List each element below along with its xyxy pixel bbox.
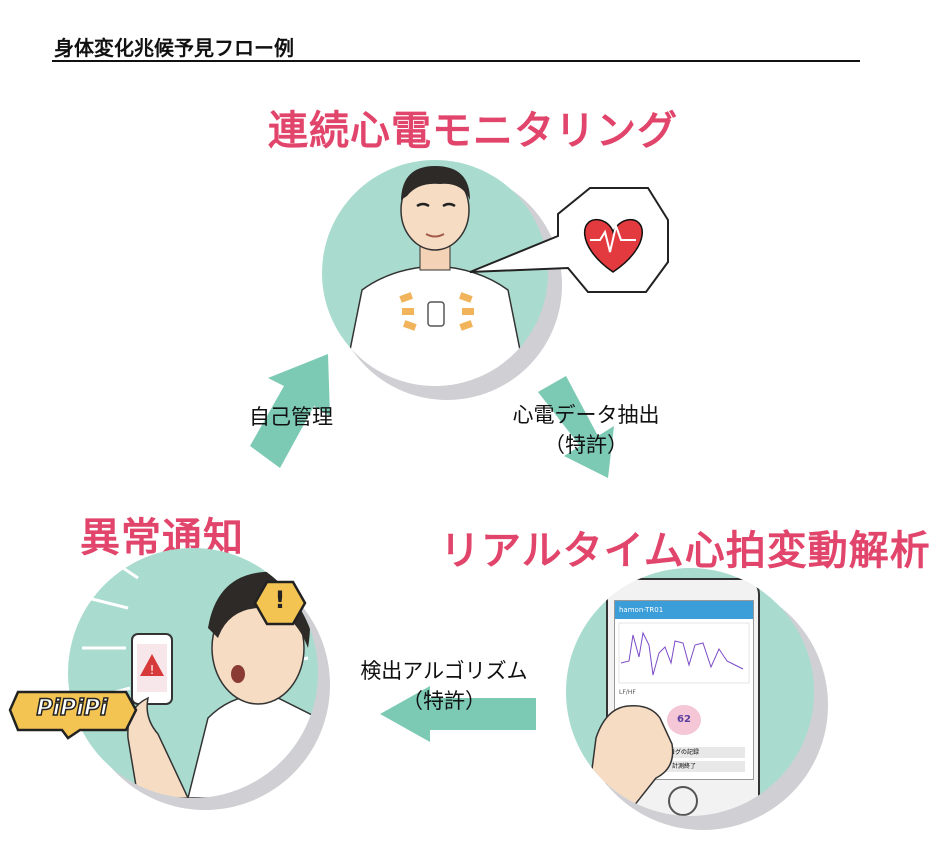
title-divider — [52, 60, 860, 62]
label-extract-line1: 心電データ抽出 — [512, 403, 660, 427]
page-title: 身体変化兆候予見フロー例 — [54, 36, 294, 60]
label-self-care: 自己管理 — [236, 402, 346, 432]
arrow-detect — [380, 686, 536, 742]
arrow-self-care — [250, 354, 330, 468]
app-header: hamon-TR01 — [615, 601, 753, 619]
exclaim-text: ! — [274, 586, 286, 614]
analysis-circle: hamon-TR01 LF/HF 62 ログの記録 計測終了 — [566, 568, 814, 816]
heart-speech-bubble — [469, 187, 669, 293]
exclaim-hexagon: ! — [253, 580, 307, 626]
phone-screen: hamon-TR01 LF/HF 62 ログの記録 計測終了 — [614, 600, 754, 780]
stage-title-analysis: リアルタイム心拍変動解析 — [440, 528, 931, 574]
pipipi-text: PiPiPi — [36, 695, 109, 722]
heart-rate-badge: 62 — [667, 705, 701, 735]
label-extract-line2: （特許） — [544, 433, 628, 457]
label-extract: 心電データ抽出 （特許） — [486, 400, 686, 460]
svg-text:!: ! — [150, 663, 155, 677]
home-button[interactable] — [668, 786, 698, 816]
label-detect-line2: （特許） — [402, 689, 486, 713]
app-button-stop[interactable]: 計測終了 — [623, 761, 745, 772]
stage-title-monitoring: 連続心電モニタリング — [268, 108, 678, 154]
man-illustration — [342, 166, 528, 386]
label-detect: 検出アルゴリズム （特許） — [324, 656, 564, 716]
label-detect-line1: 検出アルゴリズム — [360, 659, 528, 683]
app-name: hamon-TR01 — [619, 606, 664, 614]
smartphone: hamon-TR01 LF/HF 62 ログの記録 計測終了 — [606, 578, 760, 816]
heart-rate-value: 62 — [677, 714, 691, 725]
arrow-extract — [538, 376, 614, 478]
lf-hf-label: LF/HF — [619, 689, 636, 696]
hand-illustration — [585, 705, 674, 816]
label-self-care-text: 自己管理 — [249, 405, 333, 429]
monitoring-circle — [322, 160, 548, 386]
pipipi-badge: PiPiPi — [8, 688, 140, 740]
app-button-log[interactable]: ログの記録 — [623, 747, 745, 758]
hrv-graph — [618, 622, 750, 684]
